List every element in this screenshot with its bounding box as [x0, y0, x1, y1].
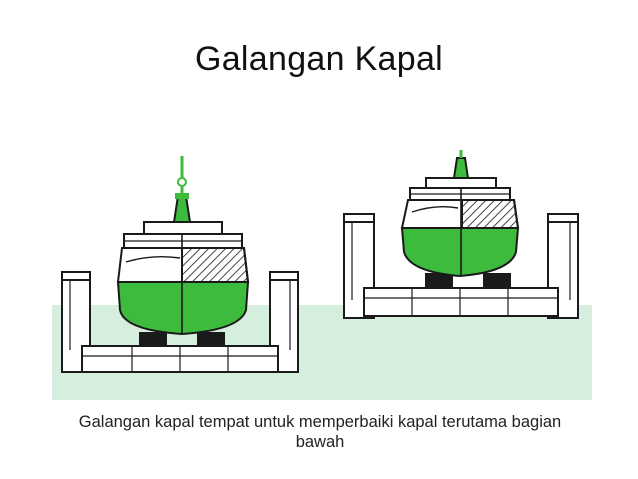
left-ship [116, 156, 250, 336]
left-dock-submerged [61, 271, 299, 373]
slide-title: Galangan Kapal [194, 40, 444, 78]
right-dock-raised [343, 213, 579, 319]
slide-caption: Galangan kapal tempat untuk memperbaiki … [78, 413, 562, 451]
right-ship [400, 150, 520, 278]
floating-dock-illustration [52, 150, 592, 400]
